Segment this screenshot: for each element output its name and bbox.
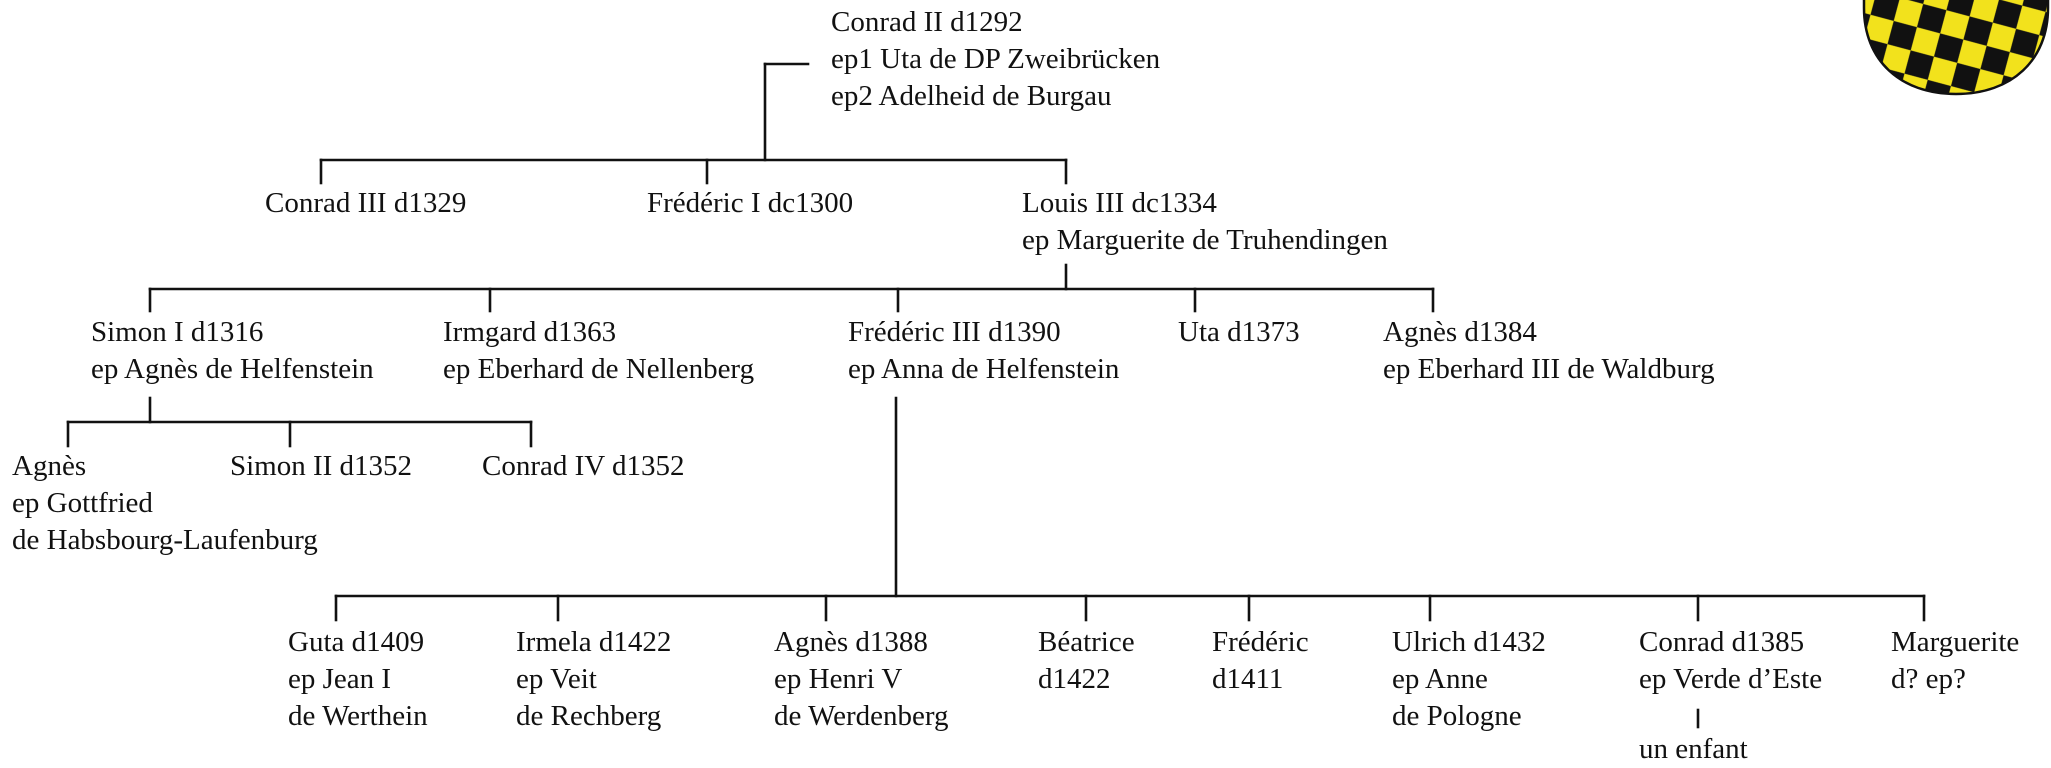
person-spouse-1: ep1 Uta de DP Zweibrücken (831, 43, 1161, 75)
person-spouse-house: de Habsbourg-Laufenburg (12, 524, 318, 556)
person-spouse: ep Anna de Helfenstein (848, 353, 1120, 385)
person-simon-ii: Simon II d1352 (230, 448, 412, 485)
person-name: Frédéric (1212, 626, 1309, 658)
person-conrad-iv: Conrad IV d1352 (482, 448, 684, 485)
person-name: Uta d1373 (1178, 316, 1300, 348)
person-frederic-iii: Frédéric III d1390 ep Anna de Helfenstei… (848, 314, 1119, 388)
person-spouse: ep Eberhard de Nellenberg (443, 353, 755, 385)
person-spouse: ep Gottfried (12, 487, 153, 519)
person-uta: Uta d1373 (1178, 314, 1300, 351)
person-spouse: ep Veit (516, 663, 597, 695)
person-frederic: Frédéric d1411 (1212, 624, 1309, 698)
person-name: Louis III dc1334 (1022, 187, 1217, 219)
person-spouse-house: de Werthein (288, 700, 428, 732)
person-name: Marguerite (1891, 626, 2020, 658)
person-death: d1422 (1038, 663, 1111, 695)
person-spouse: ep Anne (1392, 663, 1488, 695)
person-name: Simon I d1316 (91, 316, 264, 348)
person-agnes-d1388: Agnès d1388 ep Henri V de Werdenberg (774, 624, 949, 735)
person-spouse-house: de Werdenberg (774, 700, 949, 732)
person-name: Conrad II d1292 (831, 6, 1023, 38)
person-name: Frédéric I dc1300 (647, 187, 854, 219)
person-simon-i: Simon I d1316 ep Agnès de Helfenstein (91, 314, 374, 388)
person-spouse: ep Marguerite de Truhendingen (1022, 224, 1388, 256)
person-irmela: Irmela d1422 ep Veit de Rechberg (516, 624, 671, 735)
person-conrad-iii: Conrad III d1329 (265, 185, 466, 222)
person-conrad-ii: Conrad II d1292 ep1 Uta de DP Zweibrücke… (831, 4, 1160, 115)
person-guta: Guta d1409 ep Jean I de Werthein (288, 624, 428, 735)
person-spouse: ep Henri V (774, 663, 903, 695)
person-spouse: ep Agnès de Helfenstein (91, 353, 374, 385)
person-name: Frédéric III d1390 (848, 316, 1061, 348)
person-agnes-d1384: Agnès d1384 ep Eberhard III de Waldburg (1383, 314, 1715, 388)
person-name: Béatrice (1038, 626, 1135, 658)
person-spouse: ep Jean I (288, 663, 392, 695)
person-frederic-i: Frédéric I dc1300 (647, 185, 853, 222)
person-conrad-d1385: Conrad d1385 ep Verde d’Este (1639, 624, 1822, 698)
person-name: Guta d1409 (288, 626, 425, 658)
person-un-enfant: un enfant (1639, 731, 1748, 768)
person-name: Ulrich d1432 (1392, 626, 1546, 658)
person-spouse: ep Eberhard III de Waldburg (1383, 353, 1715, 385)
person-louis-iii: Louis III dc1334 ep Marguerite de Truhen… (1022, 185, 1388, 259)
person-beatrice: Béatrice d1422 (1038, 624, 1135, 698)
person-name: Irmgard d1363 (443, 316, 617, 348)
person-agnes: Agnès ep Gottfried de Habsbourg-Laufenbu… (12, 448, 318, 559)
person-name: Conrad III d1329 (265, 187, 467, 219)
person-name: Agnès d1384 (1383, 316, 1537, 348)
person-ulrich: Ulrich d1432 ep Anne de Pologne (1392, 624, 1546, 735)
person-name: Conrad d1385 (1639, 626, 1805, 658)
person-spouse-house: de Rechberg (516, 700, 662, 732)
person-marguerite: Marguerite d? ep? (1891, 624, 2019, 698)
person-name: un enfant (1639, 733, 1748, 765)
person-name: Agnès (12, 450, 87, 482)
person-name: Irmela d1422 (516, 626, 672, 658)
person-name: Agnès d1388 (774, 626, 928, 658)
person-spouse-house: de Pologne (1392, 700, 1522, 732)
person-death: d1411 (1212, 663, 1284, 695)
person-death: d? ep? (1891, 663, 1966, 695)
person-irmgard: Irmgard d1363 ep Eberhard de Nellenberg (443, 314, 754, 388)
person-spouse-2: ep2 Adelheid de Burgau (831, 80, 1112, 112)
person-spouse: ep Verde d’Este (1639, 663, 1823, 695)
person-name: Conrad IV d1352 (482, 450, 685, 482)
tree-connectors (66, 62, 1926, 729)
person-name: Simon II d1352 (230, 450, 413, 482)
coat-of-arms-icon (1862, 0, 2050, 96)
